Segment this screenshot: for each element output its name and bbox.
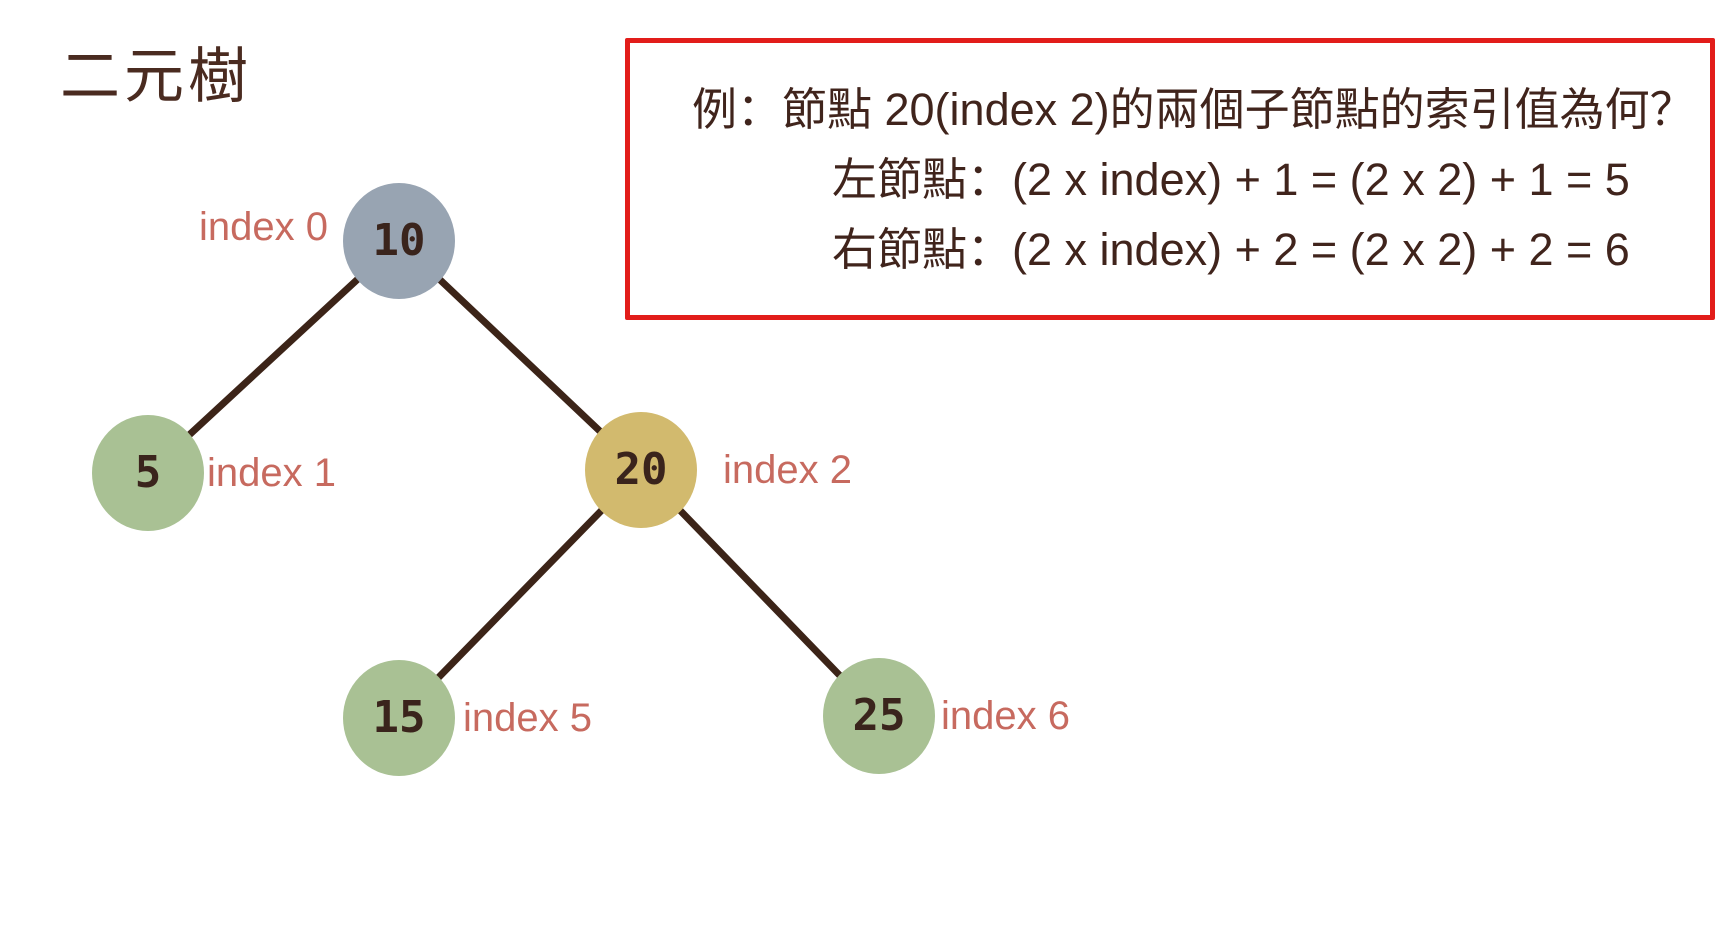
tree-node-10: 10 xyxy=(343,183,455,299)
edge-20-to-15 xyxy=(395,466,645,722)
example-left-child-formula: 左節點：(2 x index) + 1 = (2 x 2) + 1 = 5 xyxy=(832,154,1630,205)
tree-node-20: 20 xyxy=(585,412,697,528)
tree-node-15-value: 15 xyxy=(372,692,426,743)
tree-node-15: 15 xyxy=(343,660,455,776)
tree-node-20-value: 20 xyxy=(614,444,668,495)
tree-node-5: 5 xyxy=(92,415,204,531)
example-right-child-formula: 右節點：(2 x index) + 2 = (2 x 2) + 2 = 6 xyxy=(832,224,1630,275)
index-label-5: index 5 xyxy=(463,696,592,740)
tree-node-10-value: 10 xyxy=(372,215,426,266)
example-question-line: 例：節點 20(index 2)的兩個子節點的索引值為何？ xyxy=(692,84,1695,135)
tree-node-5-value: 5 xyxy=(134,447,162,498)
page-title: 二元樹 xyxy=(60,43,252,110)
index-label-6: index 6 xyxy=(941,694,1070,738)
index-label-1: index 1 xyxy=(207,451,336,495)
example-annotation-box: 例：節點 20(index 2)的兩個子節點的索引值為何？ 左節點：(2 x i… xyxy=(625,38,1715,320)
tree-node-25: 25 xyxy=(823,658,935,774)
index-label-0: index 0 xyxy=(199,205,328,249)
index-label-2: index 2 xyxy=(723,448,852,492)
tree-node-25-value: 25 xyxy=(852,690,906,741)
